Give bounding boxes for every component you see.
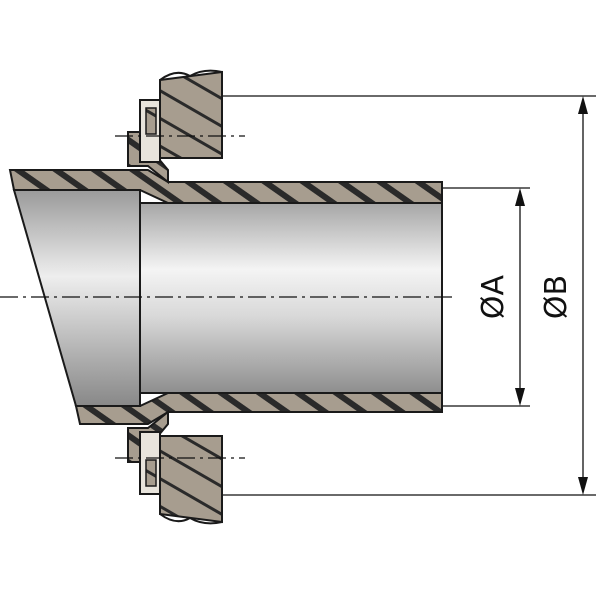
nut-top (139, 69, 223, 163)
centre-lines (0, 135, 455, 459)
dimension-label-a: ØA (476, 274, 511, 319)
dimension-label-b: ØB (539, 275, 574, 319)
conical-inlet (12, 189, 141, 407)
arrow-a-bottom (515, 388, 525, 406)
arrow-b-top (578, 96, 588, 114)
sleeve-bore (139, 202, 443, 394)
sleeve-wall-bottom (74, 392, 443, 425)
arrow-a-top (515, 188, 525, 206)
dimension-lines (218, 95, 596, 496)
arrow-b-bottom (578, 477, 588, 495)
nut-bottom (139, 431, 223, 525)
dimension-arrows (515, 96, 588, 495)
